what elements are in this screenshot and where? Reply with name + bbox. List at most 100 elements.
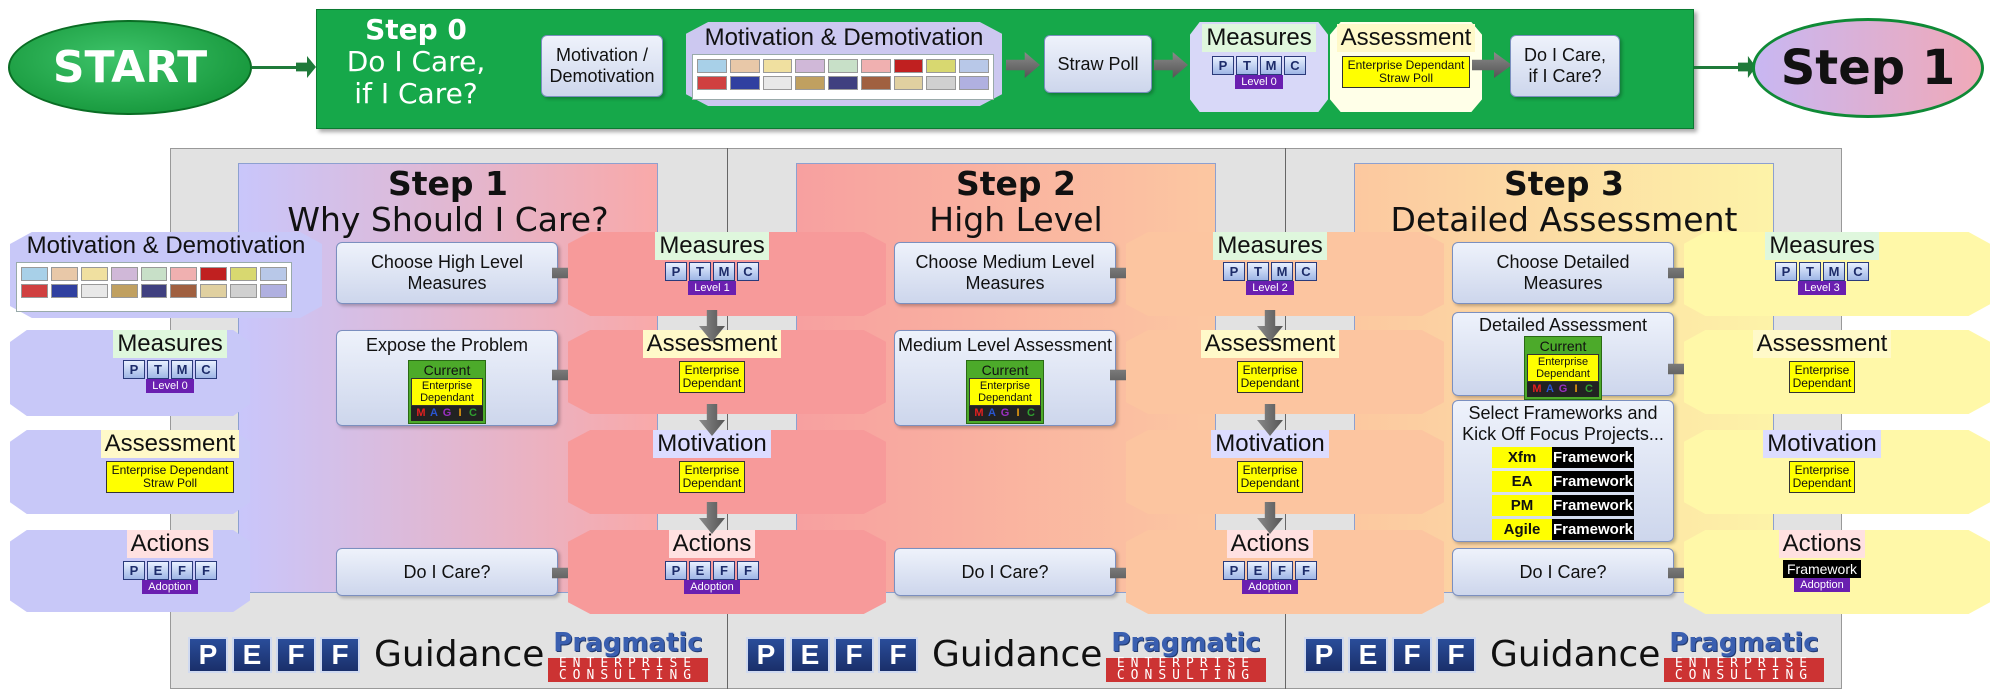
adoption-badge: Adoption	[1794, 578, 1850, 592]
level-badge: Level 0	[1235, 75, 1283, 89]
box-label: Select Frameworks and Kick Off Focus Pro…	[1462, 403, 1664, 444]
assessment-title: Assessment	[1336, 24, 1476, 52]
left-motivation-collage	[16, 262, 292, 312]
do-i-care-box: Do I Care, if I Care?	[1510, 35, 1620, 97]
do-i-care-box: Do I Care?	[336, 548, 558, 596]
motivation-demotivation-box: Motivation / Demotivation	[541, 35, 663, 97]
box-label: Do I Care?	[1519, 561, 1607, 582]
box-label: Medium Level Assessment	[897, 335, 1113, 355]
enterprise-dependant-note: Enterprise Dependant	[678, 361, 746, 393]
choose-measures-box: Choose High Level Measures	[336, 242, 558, 304]
do-i-care-box: Do I Care?	[1452, 548, 1674, 596]
enterprise-dependant-note: Enterprise Dependant Straw Poll	[106, 461, 234, 493]
divider	[1285, 148, 1286, 689]
motivation-collage	[692, 54, 994, 100]
box-label: Choose Detailed Measures	[1496, 252, 1630, 293]
step0-heading: Step 0	[365, 13, 467, 46]
step1-oval: Step 1	[1752, 18, 1984, 118]
box-label: Detailed Assessment	[1478, 315, 1648, 335]
box-label: Expose the Problem	[365, 335, 529, 355]
box-label: Do I Care, if I Care?	[1523, 45, 1607, 86]
enterprise-dependant-note: Enterprise Dependant	[678, 461, 746, 493]
straw-poll-box: Straw Poll	[1044, 35, 1152, 93]
enterprise-dependant-note: Enterprise Dependant	[1236, 361, 1304, 393]
choose-measures-box: Choose Detailed Measures	[1452, 242, 1674, 304]
adoption-badge: Adoption	[1242, 580, 1298, 594]
level-badge: Level 2	[1246, 281, 1294, 295]
box-label: Do I Care?	[961, 561, 1049, 582]
connector-line	[1694, 66, 1744, 69]
level-badge: Level 3	[1798, 281, 1846, 295]
enterprise-dependant-note: Enterprise Dependant	[1236, 461, 1304, 493]
guidance-label: Guidance	[1490, 634, 1661, 675]
motivation-header: Motivation & Demotivation	[704, 24, 984, 51]
start-oval: START	[8, 20, 252, 115]
select-frameworks-box: Select Frameworks and Kick Off Focus Pro…	[1452, 400, 1674, 542]
enterprise-dependant-note: Enterprise Dependant	[1788, 361, 1856, 393]
adoption-badge: Adoption	[684, 580, 740, 594]
left-motivation-title: Motivation & Demotivation	[26, 232, 306, 259]
box-label: Do I Care?	[403, 561, 491, 582]
connector-line	[252, 66, 304, 69]
step0-subtitle: Do I Care, if I Care?	[346, 45, 486, 110]
guidance-label: Guidance	[932, 634, 1103, 675]
level-badge: Level 1	[688, 281, 736, 295]
do-i-care-box: Do I Care?	[894, 548, 1116, 596]
adoption-badge: Adoption	[142, 580, 198, 594]
level-badge: Level 0	[146, 379, 194, 393]
divider	[727, 148, 728, 689]
step1-label: Step 1	[1780, 40, 1956, 96]
choose-measures-box: Choose Medium Level Measures	[894, 242, 1116, 304]
assessment-panel-content: Assessment Enterprise Dependant Straw Po…	[1330, 24, 1482, 88]
box-label: Choose Medium Level Measures	[915, 252, 1095, 293]
start-label: START	[52, 42, 208, 93]
measures-title: Measures	[1202, 24, 1316, 52]
guidance-label: Guidance	[374, 634, 545, 675]
enterprise-dependant-note: Enterprise Dependant	[1788, 461, 1856, 493]
box-label: Motivation / Demotivation	[549, 45, 655, 86]
enterprise-dependant-note: Enterprise Dependant Straw Poll	[1342, 56, 1470, 88]
box-label: Choose High Level Measures	[370, 252, 524, 293]
framework-badge: Framework	[1782, 560, 1861, 578]
arrow-icon	[296, 56, 316, 78]
box-label: Straw Poll	[1057, 53, 1139, 74]
